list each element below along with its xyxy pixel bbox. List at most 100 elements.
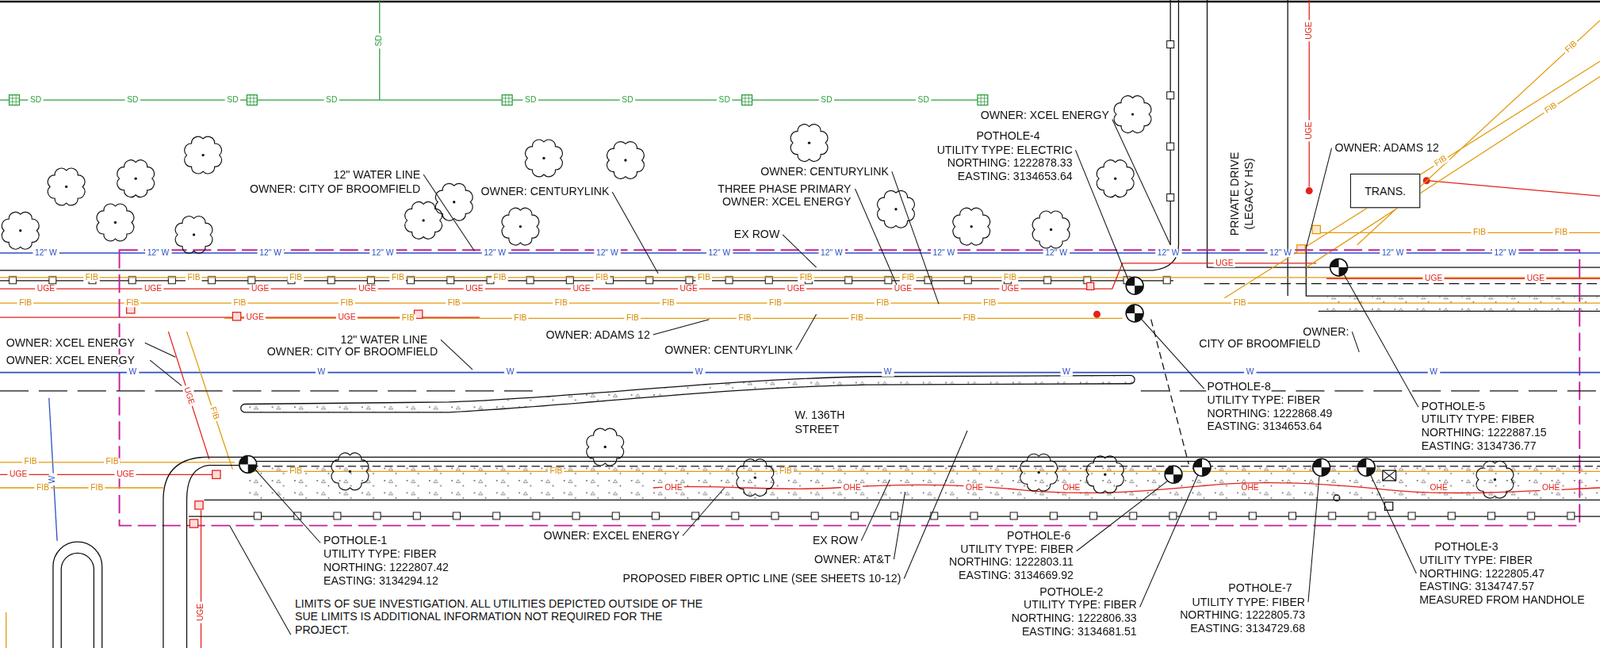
line-label: FIB xyxy=(389,273,406,282)
callout-text: EX ROW xyxy=(733,229,781,241)
callout-text: POTHOLE-8 xyxy=(1205,381,1272,393)
callout-text: OWNER: CENTURYLINK xyxy=(759,165,890,177)
line-label: FIB xyxy=(17,298,35,307)
callout-text: EASTING: 3134653.64 xyxy=(1205,421,1323,433)
line-label: SD xyxy=(324,95,340,104)
callout-text: NORTHING: 1222805.47 xyxy=(1418,567,1546,579)
line-label: FIB xyxy=(1553,228,1570,237)
line-label: UGE xyxy=(891,284,914,293)
line-label: UGE xyxy=(356,284,379,293)
transformer-box: TRANS. xyxy=(1350,173,1421,209)
line-label: FIB xyxy=(1542,99,1561,116)
line-label: FIB xyxy=(491,273,509,282)
line-label: 12" W xyxy=(706,248,733,257)
line-label: FIB xyxy=(1231,298,1248,307)
line-label: SD xyxy=(375,33,384,49)
callout-text: NORTHING: 1222806.33 xyxy=(1010,612,1138,624)
line-label: 12" W xyxy=(1267,248,1294,257)
line-label: FIB xyxy=(103,458,121,467)
line-label: OHE xyxy=(662,483,685,492)
line-label: FIB xyxy=(1431,153,1451,169)
callout-text: NORTHING: 1222803.11 xyxy=(948,556,1075,568)
callout-text: EASTING: 3134729.68 xyxy=(1189,622,1306,634)
line-label: UGE xyxy=(248,284,271,293)
line-label: SD xyxy=(225,95,241,104)
line-label: OHE xyxy=(1427,483,1450,492)
line-label: FIB xyxy=(547,466,565,475)
callout-text: OWNER: XCEL ENERGY xyxy=(721,196,853,208)
line-label: UGE xyxy=(1305,19,1313,42)
line-label: UGE xyxy=(34,284,57,293)
callout-text: OWNER: CENTURYLINK xyxy=(479,186,610,198)
line-label: 12" W xyxy=(1043,248,1070,257)
callout-text: NORTHING: 1222887.15 xyxy=(1420,426,1547,438)
line-label: FIB xyxy=(1562,38,1581,56)
line-label: FIB xyxy=(399,313,417,322)
callout-text: POTHOLE-5 xyxy=(1420,400,1486,412)
callout-text: STREET xyxy=(793,424,840,436)
line-label: 12" W xyxy=(818,248,845,257)
line-label: FIB xyxy=(659,298,677,307)
line-label: W xyxy=(315,367,328,376)
callout-text: OWNER: XCEL ENERGY xyxy=(4,354,136,366)
callout-text: OWNER: XCEL ENERGY xyxy=(979,109,1111,121)
line-label: FIB xyxy=(512,313,529,322)
callout-text: UTILITY TYPE: FIBER xyxy=(1022,599,1138,611)
line-label: FIB xyxy=(736,313,754,322)
line-label: FIB xyxy=(623,313,641,322)
line-label: W xyxy=(1427,367,1440,376)
callout-text: OWNER: CITY OF BROOMFIELD xyxy=(266,346,440,358)
line-label: UGE xyxy=(141,284,164,293)
callout-text: EASTING: 3134747.57 xyxy=(1418,581,1535,593)
line-label: SD xyxy=(915,95,931,104)
line-label: UGE xyxy=(784,284,807,293)
median-island xyxy=(241,375,1135,412)
line-label: SD xyxy=(523,95,539,104)
line-label: UGE xyxy=(336,313,358,322)
callout-text: POTHOLE-2 xyxy=(1038,585,1105,598)
storm-drain xyxy=(0,0,985,100)
callout-text: MEASURED FROM HANDHOLE xyxy=(1418,593,1586,605)
line-label: W xyxy=(692,367,705,376)
line-label: UGE xyxy=(1422,274,1444,283)
line-label: 12" W xyxy=(1155,248,1182,257)
line-label: FIB xyxy=(552,298,570,307)
line-label: SD xyxy=(716,95,732,104)
callout-text: NORTHING: 1222868.49 xyxy=(1205,407,1333,419)
line-label: UGE xyxy=(181,384,196,408)
callout-text: POTHOLE-6 xyxy=(1006,529,1072,541)
line-label: FIB xyxy=(1471,228,1489,237)
line-label: FIB xyxy=(445,298,463,307)
callout-text: PROPOSED FIBER OPTIC LINE (SEE SHEETS 10… xyxy=(621,572,902,584)
callout-text: NORTHING: 1222878.33 xyxy=(945,157,1073,169)
callout-text: OWNER: xyxy=(1301,325,1351,337)
line-label: FIB xyxy=(874,298,892,307)
callout-text: 12" WATER LINE xyxy=(339,333,429,345)
callout-text: CITY OF BROOMFIELD xyxy=(1198,338,1322,350)
callout-text: W. 136TH xyxy=(793,409,846,422)
line-label: OHE xyxy=(1239,483,1261,492)
callout-text: UTILITY TYPE: FIBER xyxy=(959,543,1075,555)
line-label: W xyxy=(126,367,139,376)
pothole-symbols xyxy=(239,258,1375,483)
water-line xyxy=(0,252,1600,254)
line-label: 12" W xyxy=(257,248,284,257)
callout-text: PRIVATE DRIVE xyxy=(1228,150,1241,237)
callout-text: NORTHING: 1222807.42 xyxy=(322,561,450,573)
line-label: OHE xyxy=(1060,483,1083,492)
line-label: SD xyxy=(125,95,141,104)
line-label: FIB xyxy=(185,273,203,282)
callout-text: NORTHING: 1222805.73 xyxy=(1178,609,1306,621)
line-label: FIB xyxy=(767,298,785,307)
line-label: FIB xyxy=(231,298,249,307)
callout-text: THREE PHASE PRIMARY xyxy=(716,183,853,195)
line-label: UGE xyxy=(999,284,1021,293)
callout-text: 12" WATER LINE xyxy=(332,168,422,180)
callout-text: OWNER: EXCEL ENERGY xyxy=(542,529,681,541)
callout-text: (LEGACY HS) xyxy=(1243,156,1255,231)
callout-text: OWNER: XCEL ENERGY xyxy=(4,336,136,349)
callout-text: EX ROW xyxy=(811,535,860,547)
callout-text: POTHOLE-7 xyxy=(1227,581,1294,594)
line-label: 12" W xyxy=(369,248,396,257)
